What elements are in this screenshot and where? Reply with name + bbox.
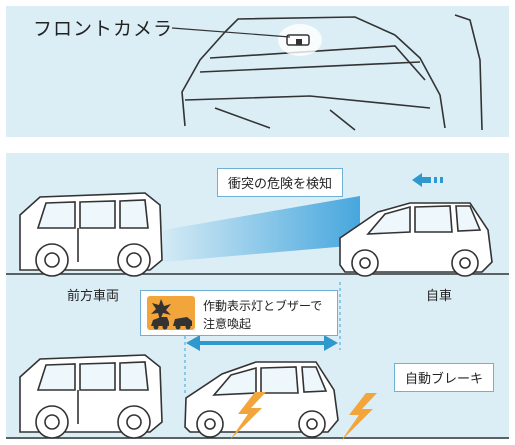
warning-text-line2: 注意喚起 bbox=[203, 317, 252, 331]
camera-icon bbox=[278, 24, 322, 56]
front-vehicle-bottom bbox=[19, 354, 163, 439]
own-vehicle-bottom bbox=[184, 361, 339, 438]
distance-arrow bbox=[186, 335, 338, 351]
auto-brake-callout: 自動ブレーキ bbox=[394, 363, 495, 392]
warning-callout: 作動表示灯とブザーで 注意喚起 bbox=[140, 290, 338, 336]
lightning-icon bbox=[230, 392, 377, 441]
own-vehicle-label: 自車 bbox=[426, 289, 453, 304]
warning-text-line1: 作動表示灯とブザーで bbox=[203, 299, 323, 313]
camera-leader-line bbox=[171, 27, 291, 38]
front-vehicle-label: 前方車両 bbox=[67, 289, 120, 304]
own-vehicle-top bbox=[339, 202, 493, 277]
front-camera-label: フロントカメラ bbox=[33, 18, 174, 40]
detection-beam bbox=[163, 196, 360, 262]
collision-warning-icon bbox=[147, 296, 195, 330]
windshield-panel bbox=[6, 6, 509, 137]
car-front-outline bbox=[181, 14, 483, 131]
motion-arrow-icon bbox=[412, 173, 443, 187]
front-vehicle-top bbox=[19, 192, 163, 277]
collision-detection-callout: 衝突の危険を検知 bbox=[217, 168, 344, 197]
